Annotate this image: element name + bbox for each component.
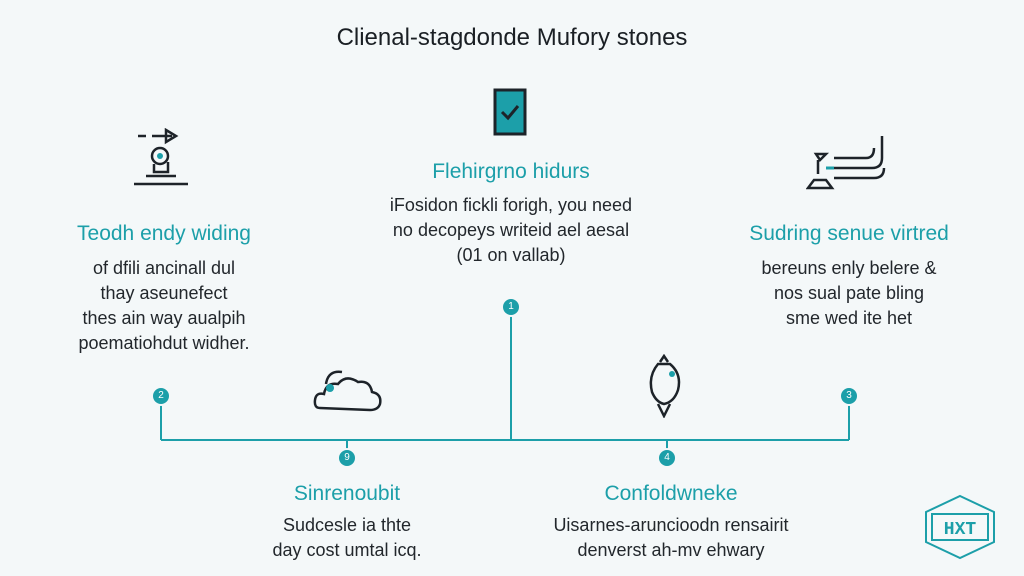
step-2-marker: 2 bbox=[153, 388, 169, 404]
step-3-line: bereuns enly belere & bbox=[761, 258, 937, 278]
step-3-line: sme wed ite het bbox=[785, 308, 913, 328]
step-3-heading: Sudring senue virtred bbox=[749, 222, 949, 245]
step-2-heading: Teodh endy widing bbox=[77, 222, 251, 245]
step-2-line: thes ain way aualpih bbox=[82, 308, 246, 328]
step-3-description: bereuns enly belere & nos sual pate blin… bbox=[699, 256, 999, 331]
brand-logo: HXT bbox=[925, 494, 995, 560]
tablet-check-icon bbox=[493, 88, 527, 136]
step-2-description: of dfili ancinall dul thay aseunefect th… bbox=[14, 256, 314, 356]
step-4-marker: 4 bbox=[659, 450, 675, 466]
logo-text: HXT bbox=[944, 520, 977, 540]
step-9-marker: 9 bbox=[339, 450, 355, 466]
step-9-description: Sudcesle ia thte day cost umtal icq. bbox=[207, 513, 487, 563]
step-9-line: day cost umtal icq. bbox=[272, 540, 422, 560]
step-2-line: poematiohdut widher. bbox=[78, 333, 250, 353]
step-2-line: of dfili ancinall dul bbox=[92, 258, 236, 278]
step-3-marker: 3 bbox=[841, 388, 857, 404]
page-title: Clienal-stagdonde Mufory stones bbox=[336, 24, 688, 51]
step-4-line: Uisarnes-aruncioodn rensairit bbox=[553, 515, 789, 535]
step-1-line: no decopeys writeid ael aesal bbox=[392, 220, 630, 240]
step-1-marker: 1 bbox=[503, 299, 519, 315]
step-9-heading: Sinrenoubit bbox=[293, 482, 401, 505]
step-4-line: denverst ah-mv ehwary bbox=[577, 540, 765, 560]
pipeline-icon bbox=[806, 136, 886, 190]
cloud-icon bbox=[313, 370, 382, 412]
step-1-heading: Flehirgrno hidurs bbox=[432, 160, 590, 183]
step-2-line: thay aseunefect bbox=[100, 283, 228, 303]
bird-icon bbox=[649, 354, 681, 418]
step-1-line: iFosidon fickli forigh, you need bbox=[389, 195, 633, 215]
machine-icon bbox=[134, 128, 188, 186]
step-1-description: iFosidon fickli forigh, you need no deco… bbox=[311, 193, 711, 268]
step-4-description: Uisarnes-aruncioodn rensairit denverst a… bbox=[511, 513, 831, 563]
step-3-line: nos sual pate bling bbox=[773, 283, 925, 303]
step-4-heading: Confoldwneke bbox=[604, 482, 738, 505]
step-1-line: (01 on vallab) bbox=[456, 245, 566, 265]
step-9-line: Sudcesle ia thte bbox=[282, 515, 412, 535]
